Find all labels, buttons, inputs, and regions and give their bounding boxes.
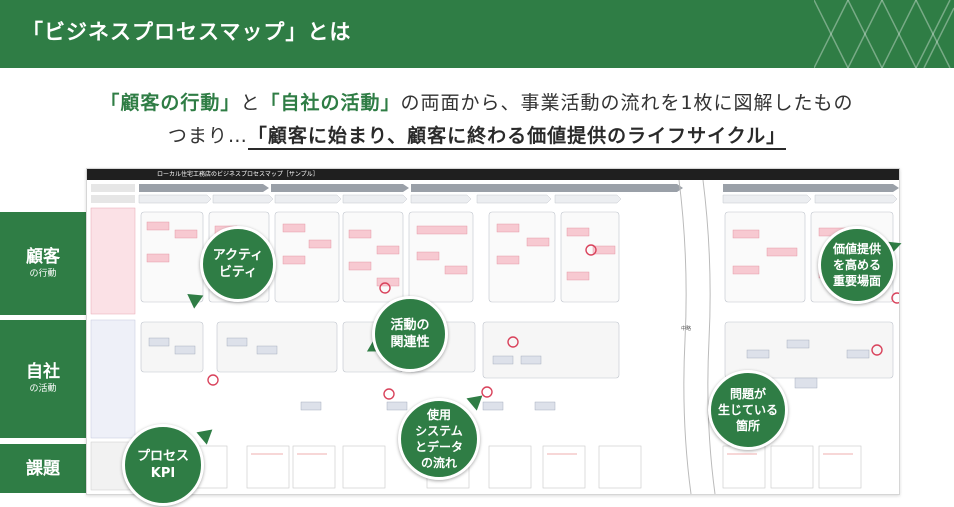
problem-area-bubble: 問題が 生じている 箇所 bbox=[708, 370, 788, 450]
lead-line-1-rest: の両面から、事業活動の流れを1枚に図解したもの bbox=[400, 92, 854, 114]
system-data-bubble: 使用 システム とデータ の流れ bbox=[398, 398, 480, 480]
row-label-company-sub: の活動 bbox=[29, 384, 57, 394]
diamond-pattern-icon bbox=[814, 0, 954, 68]
row-label-customer: 顧客 の行動 bbox=[0, 212, 96, 315]
process-kpi-bubble: プロセス KPI bbox=[122, 424, 204, 506]
lead-line-2: つまり…「顧客に始まり、顧客に終わる価値提供のライフサイクル」 bbox=[0, 121, 954, 150]
activity-bubble: アクティ ビティ bbox=[200, 226, 276, 302]
center-omission-label: 中略 bbox=[681, 325, 691, 332]
map-title: ローカル住宅工務店のビジネスプロセスマップ［サンプル］ bbox=[87, 169, 899, 180]
row-label-company: 自社 の活動 bbox=[0, 320, 96, 438]
lead-and: と bbox=[240, 92, 261, 114]
company-activity-highlight: 「自社の活動」 bbox=[260, 92, 401, 114]
customer-action-highlight: 「顧客の行動」 bbox=[100, 92, 241, 114]
process-map-image: ローカル住宅工務店のビジネスプロセスマップ［サンプル］ bbox=[86, 168, 900, 495]
lead-line-1: 「顧客の行動」と「自社の活動」の両面から、事業活動の流れを1枚に図解したもの bbox=[0, 88, 954, 115]
lead-line-2-prefix: つまり… bbox=[167, 125, 248, 147]
row-label-customer-sub: の行動 bbox=[29, 268, 57, 279]
page-title: 「ビジネスプロセスマップ」とは bbox=[22, 20, 352, 44]
row-label-issues-title: 課題 bbox=[26, 458, 60, 479]
row-label-company-title: 自社 bbox=[26, 362, 60, 382]
value-scene-bubble: 価値提供 を高める 重要場面 bbox=[818, 226, 896, 304]
header-bar: 「ビジネスプロセスマップ」とは bbox=[0, 0, 954, 68]
map-diagram: 中略 bbox=[90, 180, 899, 494]
row-label-customer-title: 顧客 bbox=[26, 246, 60, 267]
row-label-issues: 課題 bbox=[0, 444, 96, 493]
lifecycle-emphasis: 「顧客に始まり、顧客に終わる価値提供のライフサイクル」 bbox=[247, 125, 787, 150]
relation-bubble: 活動の 関連性 bbox=[372, 296, 448, 372]
